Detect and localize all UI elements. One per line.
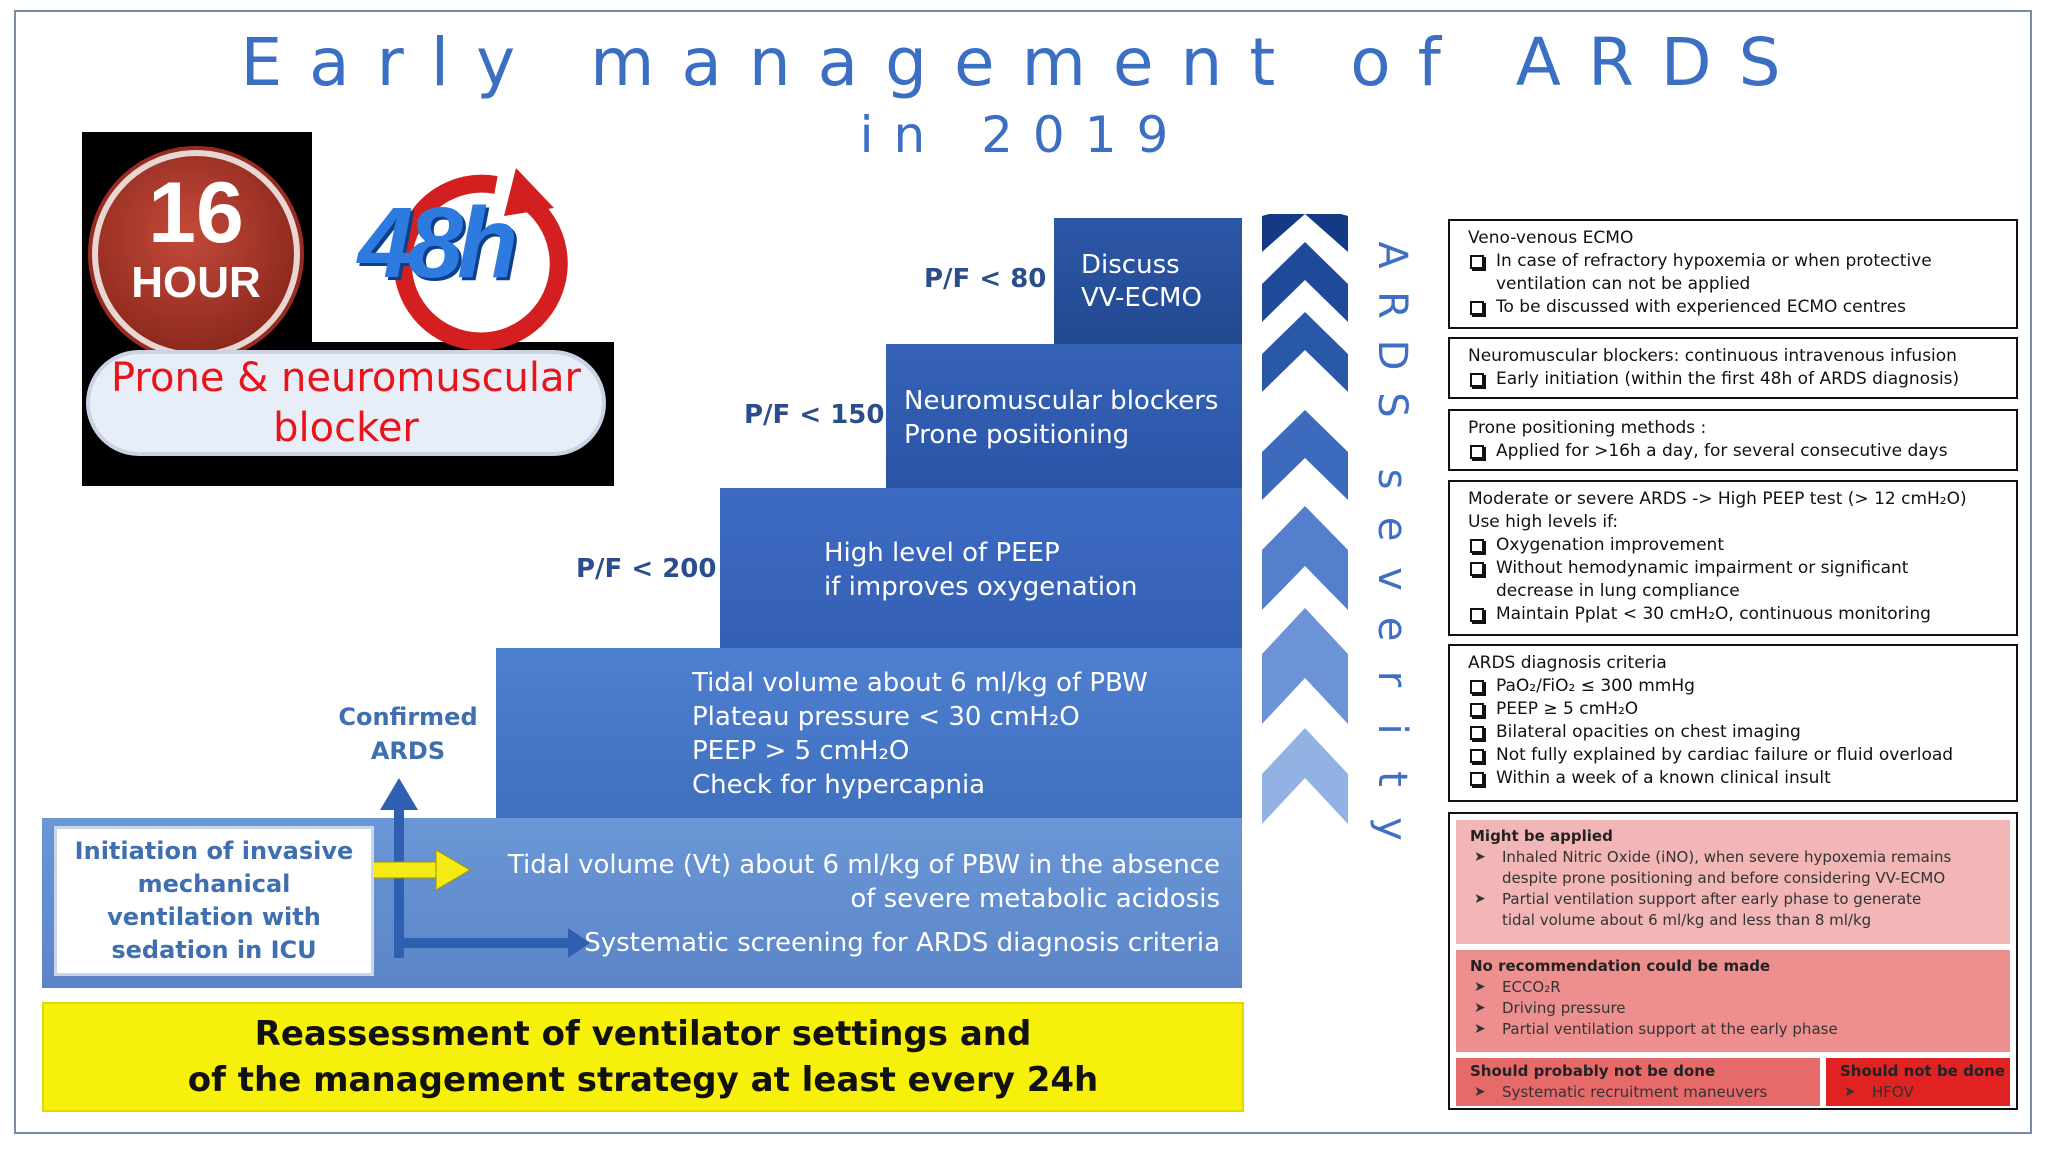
initiation-box: Initiation of invasive mechanical ventil… xyxy=(54,826,374,976)
threshold-pf-150: P/F < 150 xyxy=(744,400,885,430)
box-item: PEEP ≥ 5 cmH₂O xyxy=(1468,698,2006,721)
step-line: Check for hypercapnia xyxy=(692,770,986,800)
caption-line-1: Prone & neuromuscular xyxy=(111,355,581,401)
peep-box: Moderate or severe ARDS -> High PEEP tes… xyxy=(1448,480,2018,636)
section-item: Systematic recruitment maneuvers xyxy=(1470,1082,1806,1103)
box-item: Without hemodynamic impairment or signif… xyxy=(1468,557,2006,580)
section-header: No recommendation could be made xyxy=(1470,957,1771,975)
step-line: VV-ECMO xyxy=(1081,283,1202,313)
step-line: High level of PEEP xyxy=(824,538,1060,568)
step-protective-ventilation: Tidal volume about 6 ml/kg of PBW Platea… xyxy=(496,648,1242,818)
box-header: Veno-venous ECMO xyxy=(1468,228,1634,248)
severity-chevrons-icon xyxy=(1262,214,1348,824)
recommendations-box: Might be applied Inhaled Nitric Oxide (i… xyxy=(1448,812,2018,1110)
box-item: Maintain Pplat < 30 cmH₂O, continuous mo… xyxy=(1468,603,2006,626)
caption-pill xyxy=(86,350,606,456)
section-item: Partial ventilation support after early … xyxy=(1470,889,1996,910)
threshold-pf-200: P/F < 200 xyxy=(576,554,717,584)
box-item: Applied for >16h a day, for several cons… xyxy=(1468,440,2006,463)
box-item-cont: ventilation can not be applied xyxy=(1496,274,1751,294)
step-nmb-prone: Neuromuscular blockers Prone positioning xyxy=(886,344,1242,488)
initiation-line: sedation in ICU xyxy=(111,936,317,964)
box-item-cont: decrease in lung compliance xyxy=(1496,581,1740,601)
box-item: Early initiation (within the first 48h o… xyxy=(1468,368,2006,391)
circular-arrow-icon xyxy=(393,168,568,351)
threshold-pf-80: P/F < 80 xyxy=(924,264,1047,294)
section-header: Should probably not be done xyxy=(1470,1062,1716,1080)
step-line: Tidal volume (Vt) about 6 ml/kg of PBW i… xyxy=(507,850,1220,880)
initiation-line: ventilation with xyxy=(107,903,321,931)
ecmo-box: Veno-venous ECMO In case of refractory h… xyxy=(1448,219,2018,329)
hour-badge-icon xyxy=(92,150,300,358)
title-line-2: in 2019 xyxy=(859,106,1189,164)
section-item: ECCO₂R xyxy=(1470,977,1996,998)
box-subheader: Use high levels if: xyxy=(1468,512,1619,532)
box-header: ARDS diagnosis criteria xyxy=(1468,653,1667,673)
step-line: Tidal volume about 6 ml/kg of PBW xyxy=(692,668,1148,698)
step-vv-ecmo: Discuss VV-ECMO xyxy=(1054,218,1242,344)
box-item: In case of refractory hypoxemia or when … xyxy=(1468,250,2006,273)
duration-48h-label: 48h xyxy=(357,187,518,299)
step-line: PEEP > 5 cmH₂O xyxy=(692,736,910,766)
confirmed-line-1: Confirmed xyxy=(338,703,478,731)
flow-arrows xyxy=(360,778,590,958)
nmb-box: Neuromuscular blockers: continuous intra… xyxy=(1448,337,2018,399)
step-line: if improves oxygenation xyxy=(824,572,1138,602)
initiation-line: Initiation of invasive xyxy=(74,837,354,865)
confirmed-line-2: ARDS xyxy=(370,737,446,765)
box-item: Within a week of a known clinical insult xyxy=(1468,767,2006,790)
criteria-box: ARDS diagnosis criteria PaO₂/FiO₂ ≤ 300 … xyxy=(1448,644,2018,802)
reassessment-banner: Reassessment of ventilator settings and … xyxy=(42,1002,1244,1112)
step-line: Neuromuscular blockers xyxy=(904,386,1219,416)
badge-48h-background xyxy=(312,132,614,342)
section-item: Partial ventilation support at the early… xyxy=(1470,1019,1996,1040)
box-header: Moderate or severe ARDS -> High PEEP tes… xyxy=(1468,489,1967,509)
step-high-peep: High level of PEEP if improves oxygenati… xyxy=(720,488,1242,648)
step-line: Discuss xyxy=(1081,250,1180,280)
section-item-cont: tidal volume about 6 ml/kg and less than… xyxy=(1502,911,1872,929)
confirmed-ards-label: Confirmed ARDS xyxy=(318,700,498,768)
box-header: Neuromuscular blockers: continuous intra… xyxy=(1468,346,1957,366)
might-be-applied-section: Might be applied Inhaled Nitric Oxide (i… xyxy=(1456,820,2010,944)
hour-badge-number: 16 xyxy=(148,165,244,261)
box-item: Not fully explained by cardiac failure o… xyxy=(1468,744,2006,767)
section-item: Inhaled Nitric Oxide (iNO), when severe … xyxy=(1470,847,1996,868)
section-item-cont: despite prone positioning and before con… xyxy=(1502,869,1946,887)
no-recommendation-section: No recommendation could be made ECCO₂R D… xyxy=(1456,950,2010,1052)
prone-box: Prone positioning methods : Applied for … xyxy=(1448,409,2018,471)
section-item: HFOV xyxy=(1840,1082,1996,1103)
section-header: Might be applied xyxy=(1470,827,1613,845)
title-line-1: Early management of ARDS xyxy=(240,24,1808,101)
box-item: PaO₂/FiO₂ ≤ 300 mmHg xyxy=(1468,675,2006,698)
box-item: Bilateral opacities on chest imaging xyxy=(1468,721,2006,744)
step-line: Plateau pressure < 30 cmH₂O xyxy=(692,702,1080,732)
step-line: of severe metabolic acidosis xyxy=(850,884,1220,914)
section-item: Driving pressure xyxy=(1470,998,1996,1019)
caption-line-2: blocker xyxy=(273,405,419,451)
box-header: Prone positioning methods : xyxy=(1468,418,1707,438)
hour-badge-label: HOUR xyxy=(131,258,261,307)
probably-not-section: Should probably not be done Systematic r… xyxy=(1456,1058,1820,1106)
diagram-frame xyxy=(14,10,2032,1134)
step-line: Systematic screening for ARDS diagnosis … xyxy=(584,928,1220,958)
reassessment-line-2: of the management strategy at least ever… xyxy=(187,1060,1099,1100)
section-header: Should not be done xyxy=(1840,1062,2005,1080)
box-item: To be discussed with experienced ECMO ce… xyxy=(1468,296,2006,319)
should-not-section: Should not be done HFOV xyxy=(1826,1058,2010,1106)
step-line: Prone positioning xyxy=(904,420,1130,450)
box-item: Oxygenation improvement xyxy=(1468,534,2006,557)
initiation-line: mechanical xyxy=(137,870,291,898)
reassessment-line-1: Reassessment of ventilator settings and xyxy=(254,1014,1032,1054)
